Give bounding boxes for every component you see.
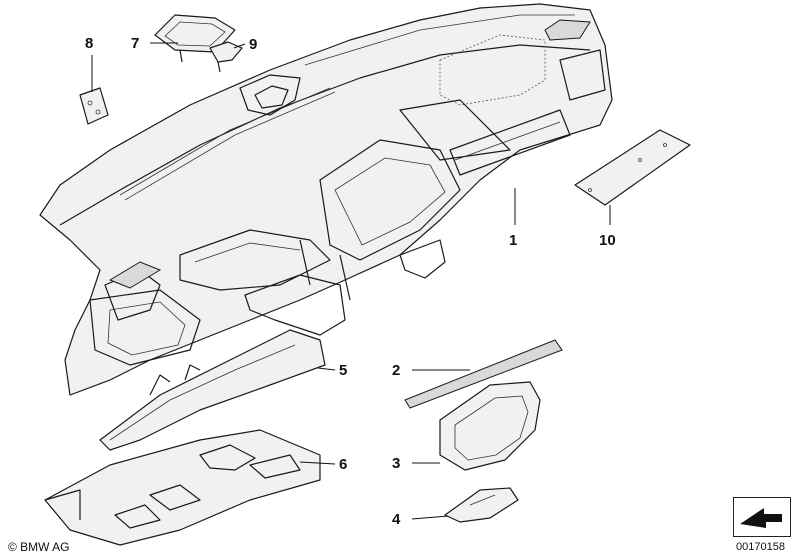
callout-2: 2 [392, 362, 400, 379]
part-9-clip [209, 41, 243, 73]
callout-4: 4 [392, 511, 401, 528]
callout-10: 10 [599, 232, 616, 249]
part-3-housing [439, 381, 541, 471]
part-1-dashboard [39, 3, 613, 396]
callout-8: 8 [85, 35, 93, 52]
callout-7: 7 [131, 35, 139, 52]
callout-3: 3 [392, 455, 400, 472]
leader-lines [91, 42, 611, 520]
callout-9: 9 [249, 36, 257, 53]
part-6-lower-cover [44, 429, 321, 546]
part-4-bracket [444, 487, 519, 523]
direction-arrow-icon [733, 497, 791, 537]
callout-5: 5 [339, 362, 347, 379]
part-10-side-panel [574, 129, 691, 206]
callout-6: 6 [339, 456, 347, 473]
callout-1: 1 [509, 232, 517, 249]
part-8-plate [79, 87, 109, 125]
part-2-trim-strip [404, 339, 563, 409]
reference-number: 00170158 [736, 541, 785, 553]
copyright-text: © BMW AG [8, 540, 70, 554]
part-5-knee-bolster [99, 329, 326, 451]
